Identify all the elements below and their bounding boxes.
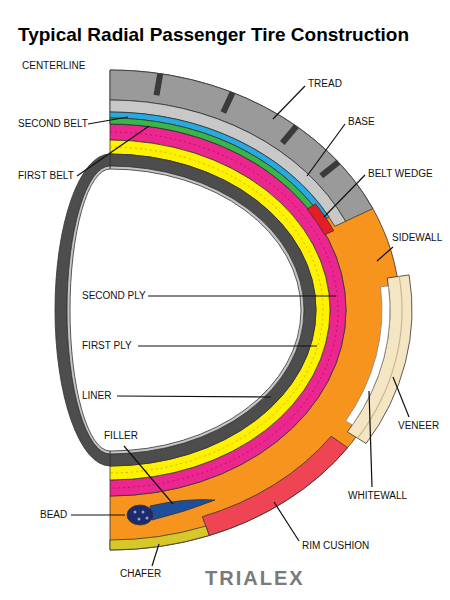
first-belt-band (110, 118, 320, 217)
diagram-title: Typical Radial Passenger Tire Constructi… (18, 24, 409, 46)
leader-line (124, 446, 173, 504)
part-label: FIRST BELT (18, 170, 74, 182)
leader-line (369, 391, 372, 487)
leader-line (274, 502, 299, 541)
bead-wire (142, 511, 145, 514)
leader-line (148, 295, 336, 296)
part-label: BEAD (40, 509, 67, 521)
part-label: SIDEWALL (392, 232, 442, 244)
leader-line (88, 117, 128, 124)
liner-sweep (55, 154, 110, 466)
rim-cushion-band (202, 436, 347, 535)
leader-line (273, 86, 305, 119)
part-label: CENTERLINE (22, 60, 85, 72)
sidewall-band (110, 70, 400, 550)
bead-wire (146, 517, 149, 520)
bead-bundle (127, 505, 153, 525)
leader-line (324, 175, 365, 217)
leader-line (307, 124, 345, 176)
bead-wire (134, 511, 137, 514)
tread-groove (282, 126, 296, 143)
part-label: SECOND BELT (18, 118, 88, 130)
tread-groove (223, 93, 232, 113)
second-belt-band (110, 112, 329, 220)
leader-line (117, 396, 271, 397)
part-label: VENEER (398, 420, 439, 432)
leader-line (71, 514, 125, 515)
leader-line (77, 126, 149, 176)
part-label: BELT WEDGE (368, 168, 433, 180)
liner-band (110, 154, 316, 466)
liner-sweep-edge (67, 166, 110, 454)
ply-cord (110, 132, 338, 488)
part-label: CHAFER (120, 568, 161, 580)
part-label: FIRST PLY (82, 340, 132, 352)
part-label: LINER (82, 390, 111, 402)
part-label: WHITEWALL (348, 490, 407, 502)
leader-line (138, 345, 317, 346)
leader-lines (71, 86, 409, 566)
part-label: BASE (348, 116, 375, 128)
bead-wire (138, 518, 141, 521)
belt-wedge (307, 204, 334, 235)
watermark: TRIALEX (205, 566, 305, 590)
leader-line (393, 377, 409, 417)
whitewall-band (346, 286, 390, 425)
part-label: FILLER (104, 430, 138, 442)
leader-line (377, 247, 393, 261)
part-label: TREAD (308, 78, 342, 90)
ply-cord (110, 147, 323, 473)
filler-shape (150, 500, 215, 520)
tread-band (110, 70, 373, 221)
part-label: SECOND PLY (82, 290, 146, 302)
liner-edge (110, 166, 304, 454)
tread-groove (157, 74, 161, 96)
leader-line (152, 544, 159, 566)
part-label: RIM CUSHION (302, 540, 369, 552)
veneer-ridge (358, 276, 402, 438)
tread-groove (321, 162, 338, 176)
texture (110, 132, 402, 521)
chafer-band (110, 526, 209, 550)
tire-section (55, 70, 412, 550)
